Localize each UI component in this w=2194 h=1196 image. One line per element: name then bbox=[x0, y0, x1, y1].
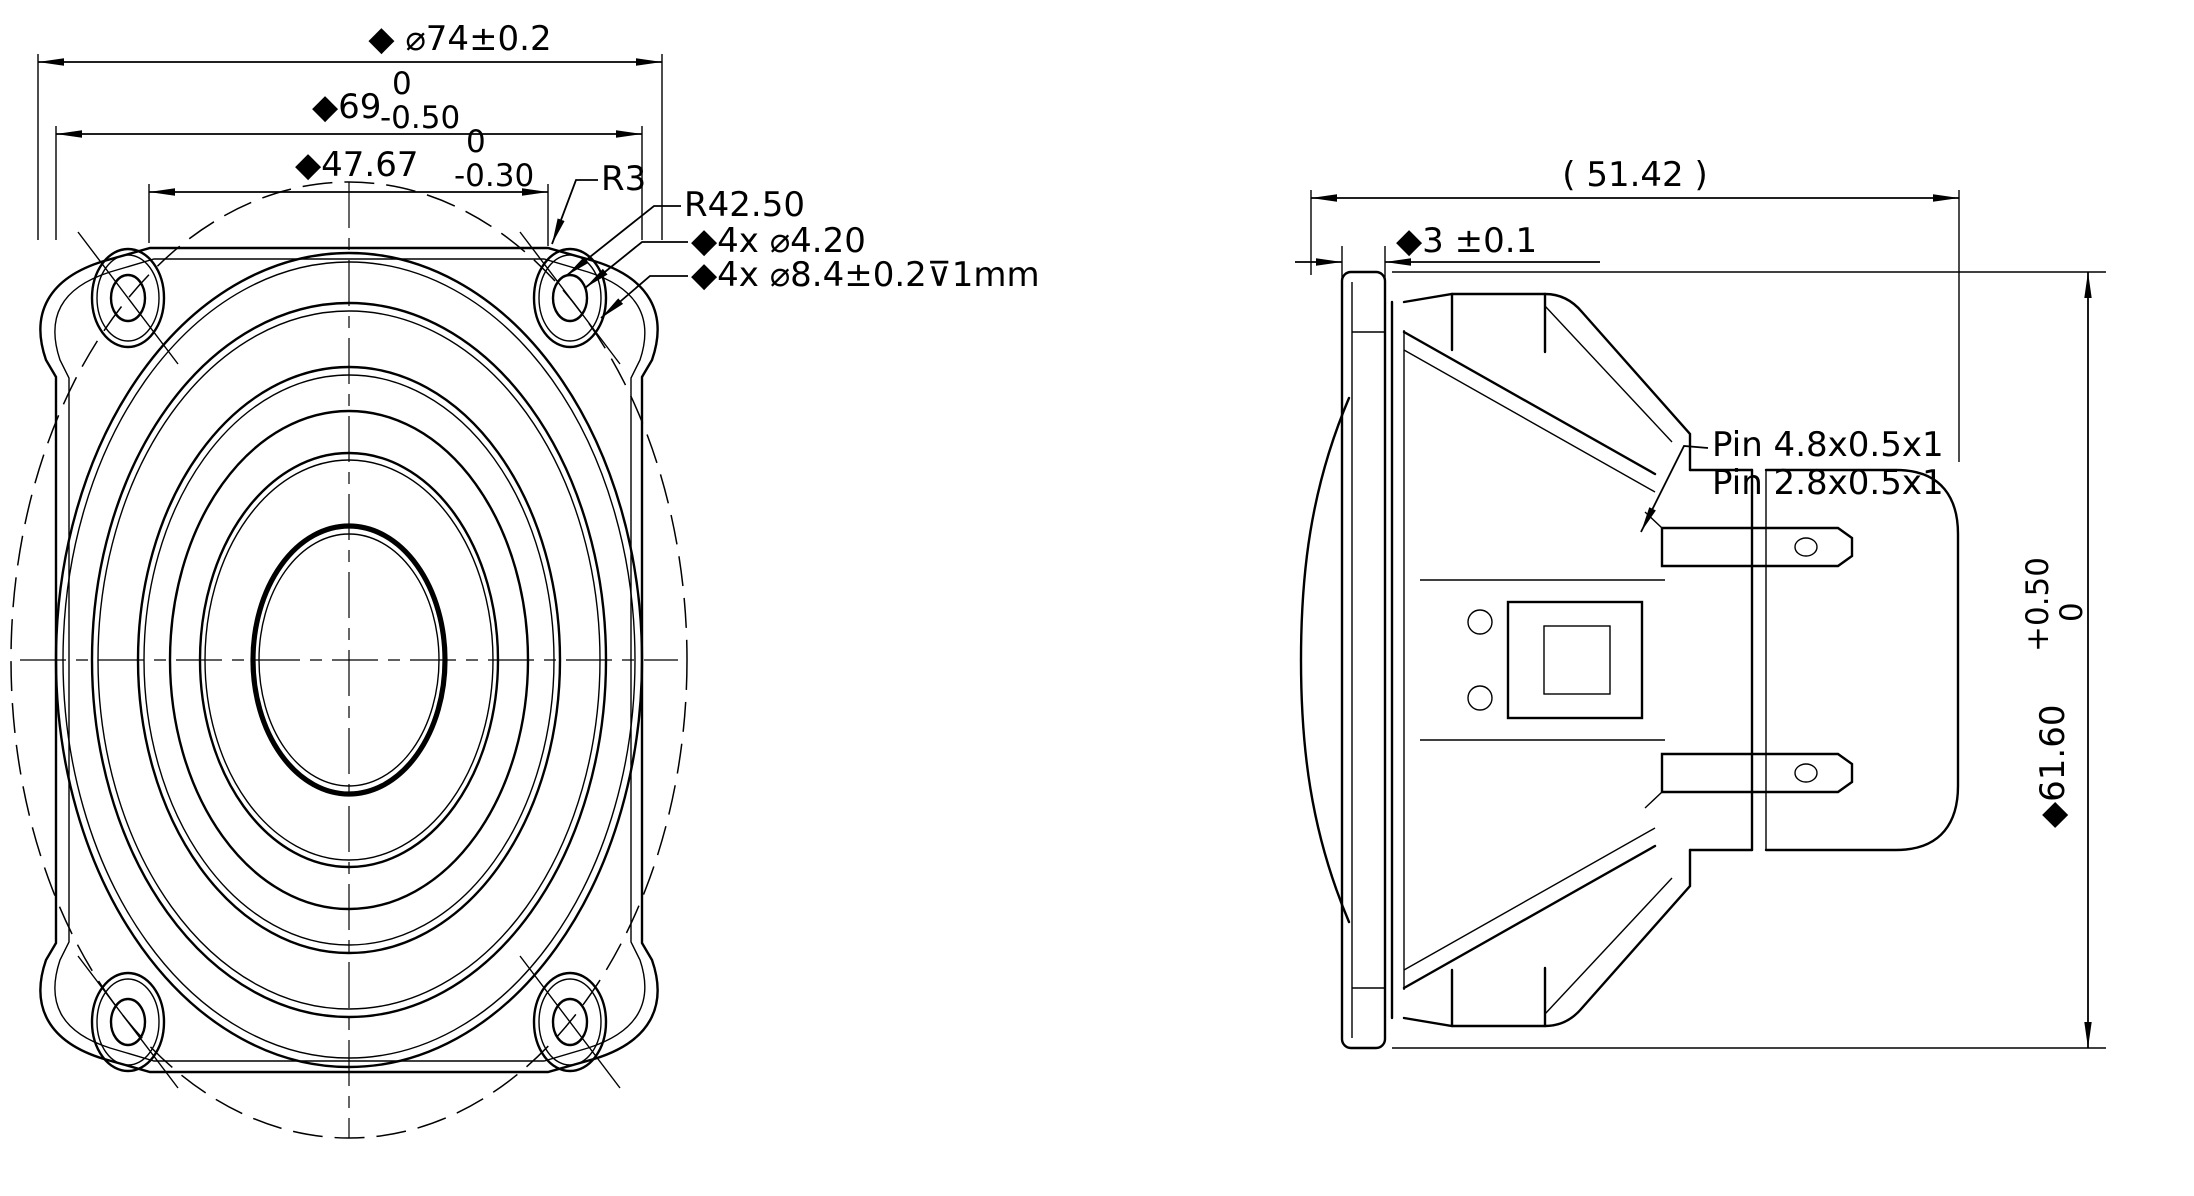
front-view: ◆ ⌀74±0.2 ◆69 0 -0.50 ◆47.67 0 -0.30 R3 … bbox=[10, 19, 1040, 1139]
dim-counterbore-label: ◆4x ⌀8.4±0.2⊽1mm bbox=[691, 255, 1040, 295]
flange-edge bbox=[1340, 270, 1387, 1050]
dim-overall-width-label: ◆ ⌀74±0.2 bbox=[368, 19, 551, 59]
dim-cutout-tol-upper: 0 bbox=[466, 124, 486, 160]
mounting-hole-top-left bbox=[77, 231, 179, 365]
dim-overall-height-label: ◆61.60 bbox=[2033, 705, 2073, 828]
leader-counterbore bbox=[600, 275, 688, 319]
mounting-hole-bottom-right bbox=[519, 955, 621, 1089]
dim-circumscribed-radius-label: R42.50 bbox=[684, 185, 805, 225]
side-view: ( 51.42 ) ◆3 ±0.1 Pin 4.8x0.5x1 Pin 2.8x… bbox=[1295, 155, 2106, 1050]
speaker-rings bbox=[54, 251, 644, 1069]
side-dimensions: ( 51.42 ) ◆3 ±0.1 Pin 4.8x0.5x1 Pin 2.8x… bbox=[1295, 155, 2106, 1049]
leader-corner-radius bbox=[551, 179, 598, 245]
leader-circumscribed-radius bbox=[565, 205, 681, 277]
dim-flange-thickness-label: ◆3 ±0.1 bbox=[1396, 221, 1537, 261]
magnet-assembly bbox=[1688, 468, 1960, 852]
dim-pin-small-label: Pin 2.8x0.5x1 bbox=[1712, 463, 1944, 503]
dust-cap bbox=[250, 523, 448, 797]
dim-overall-height-tol-lower: 0 bbox=[2054, 602, 2090, 622]
front-dimensions: ◆ ⌀74±0.2 ◆69 0 -0.50 ◆47.67 0 -0.30 R3 … bbox=[37, 19, 1040, 319]
basket bbox=[1390, 292, 1692, 1028]
dim-frame-size-label: ◆69 bbox=[312, 87, 381, 127]
dim-overall-height: ◆61.60 +0.50 0 bbox=[2020, 557, 2090, 828]
frame-inner-step bbox=[54, 258, 646, 1062]
dim-cutout-tol-lower: -0.30 bbox=[454, 158, 534, 194]
dim-overall-depth-label: ( 51.42 ) bbox=[1562, 155, 1707, 195]
leader-mounting-holes bbox=[584, 241, 688, 289]
frame-outline bbox=[39, 246, 659, 1074]
mounting-hole-bottom-left bbox=[77, 955, 179, 1089]
dim-pin-large-label: Pin 4.8x0.5x1 bbox=[1712, 425, 1944, 465]
terminal-pin-upper bbox=[1660, 526, 1854, 568]
dim-frame-size-tol-lower: -0.50 bbox=[380, 100, 460, 136]
dim-cutout-label: ◆47.67 bbox=[295, 145, 418, 185]
dim-mounting-holes-label: ◆4x ⌀4.20 bbox=[691, 221, 866, 261]
terminal-pin-lower bbox=[1660, 752, 1854, 794]
dim-overall-height-tol-upper: +0.50 bbox=[2020, 557, 2056, 652]
leader-pins bbox=[1640, 445, 1709, 533]
dim-corner-radius-label: R3 bbox=[601, 159, 646, 199]
dim-frame-size-tol-upper: 0 bbox=[392, 66, 412, 102]
surround-bulge bbox=[1299, 396, 1351, 924]
